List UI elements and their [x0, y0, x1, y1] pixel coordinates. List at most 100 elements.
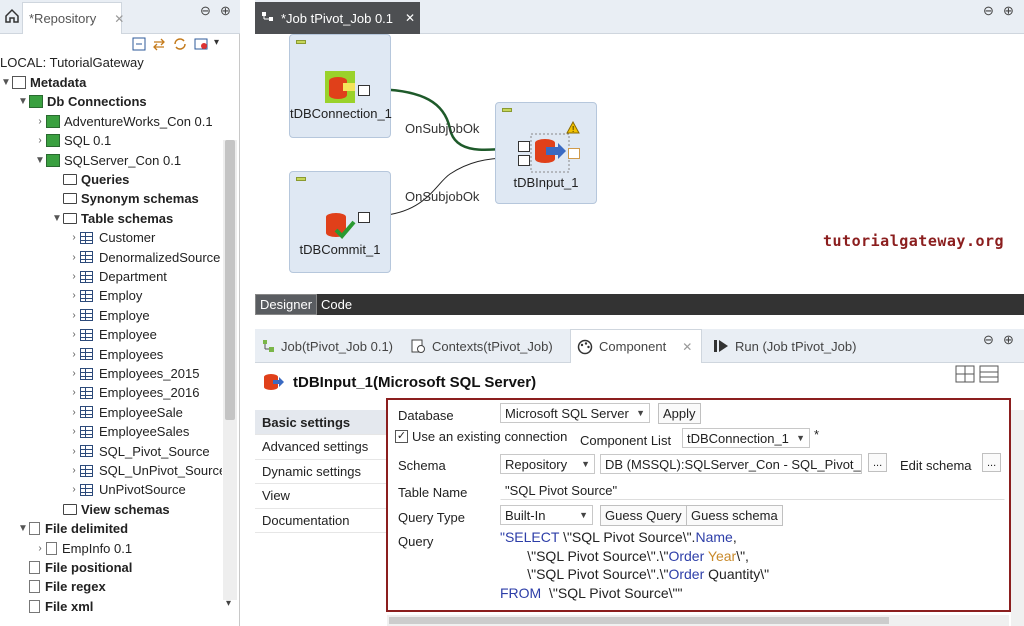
- tree-item[interactable]: ›DenormalizedSource: [68, 248, 220, 267]
- tab-repository[interactable]: *Repository ✕: [22, 2, 125, 34]
- expanded-icon[interactable]: ▼: [1, 77, 11, 88]
- tree-item[interactable]: File xml: [17, 597, 93, 616]
- tree-item[interactable]: ›SQL_UnPivot_Source: [68, 461, 222, 480]
- filter-icon[interactable]: [194, 37, 208, 51]
- collapsed-icon[interactable]: ›: [72, 465, 76, 476]
- tree-item[interactable]: ▼File delimited: [17, 519, 128, 538]
- tree-item[interactable]: ›UnPivotSource: [68, 480, 185, 499]
- collapse-all-icon[interactable]: [132, 37, 146, 51]
- collapsed-icon[interactable]: ›: [72, 290, 76, 302]
- tree-item[interactable]: ›Employees_2015: [68, 364, 199, 383]
- component-list-select[interactable]: tDBConnection_1▼: [682, 428, 810, 448]
- nav-documentation[interactable]: Documentation: [255, 508, 388, 534]
- collapsed-icon[interactable]: ›: [72, 484, 76, 496]
- list-layout-icon[interactable]: [979, 365, 999, 383]
- collapsed-icon[interactable]: ›: [38, 115, 42, 127]
- apply-button[interactable]: Apply: [658, 403, 701, 424]
- close-icon[interactable]: ✕: [682, 339, 693, 354]
- link-onsubjobok-1[interactable]: OnSubjobOk: [405, 121, 480, 136]
- query-editor[interactable]: "SELECT \"SQL Pivot Source\".Name, \"SQL…: [500, 528, 1005, 608]
- view-menu-icon[interactable]: ▾: [214, 37, 220, 48]
- tree-item[interactable]: ▼Table schemas: [51, 209, 173, 228]
- tree-item[interactable]: ›Employee: [68, 325, 156, 344]
- maximize-icon[interactable]: ⊕: [1003, 332, 1014, 347]
- expanded-icon[interactable]: ▼: [18, 523, 28, 535]
- tab-code[interactable]: Code: [321, 297, 353, 312]
- tree-item[interactable]: File regex: [17, 577, 106, 596]
- home-icon[interactable]: [4, 8, 20, 24]
- tab-run[interactable]: Run (Job tPivot_Job): [713, 329, 873, 363]
- schema-type-select[interactable]: Repository▼: [500, 454, 595, 474]
- collapsed-icon[interactable]: ›: [38, 542, 42, 554]
- minimize-icon[interactable]: ⊖: [983, 3, 994, 18]
- tab-contexts[interactable]: Contexts(tPivot_Job): [410, 329, 565, 363]
- expanded-icon[interactable]: ▼: [52, 212, 62, 224]
- tab-job[interactable]: *Job tPivot_Job 0.1 ✕: [255, 2, 420, 34]
- collapsed-icon[interactable]: ›: [72, 329, 76, 341]
- collapsed-icon[interactable]: ›: [72, 368, 76, 379]
- collapsed-icon[interactable]: ›: [72, 232, 76, 244]
- tree-item[interactable]: ›Department: [68, 267, 167, 286]
- nav-view[interactable]: View: [255, 484, 388, 509]
- tree-item[interactable]: ›Employees_2016: [68, 383, 199, 402]
- grid-layout-icon[interactable]: [955, 365, 975, 383]
- schema-value-field[interactable]: DB (MSSQL):SQLServer_Con - SQL_Pivot_Sou: [600, 454, 862, 474]
- guess-query-button[interactable]: Guess Query: [600, 505, 687, 526]
- vertical-scrollbar[interactable]: [1011, 410, 1024, 626]
- tree-item[interactable]: ›EmployeeSale: [68, 403, 183, 422]
- close-icon[interactable]: ✕: [114, 11, 125, 26]
- collapsed-icon[interactable]: ›: [72, 387, 76, 399]
- tree-item[interactable]: ▼Metadata: [0, 73, 86, 92]
- component-tdbconnection[interactable]: tDBConnection_1: [289, 34, 392, 138]
- tree-item[interactable]: View schemas: [51, 500, 170, 519]
- collapsed-icon[interactable]: ›: [38, 135, 42, 147]
- collapsed-icon[interactable]: ›: [72, 251, 76, 263]
- expanded-icon[interactable]: ▼: [35, 154, 45, 166]
- scrollbar-thumb[interactable]: [225, 140, 235, 420]
- tree-item[interactable]: ›AdventureWorks_Con 0.1: [34, 112, 212, 131]
- component-tdbcommit[interactable]: tDBCommit_1: [289, 171, 391, 273]
- tree-item[interactable]: ▼Db Connections: [17, 92, 147, 111]
- designer-canvas[interactable]: tDBConnection_1 OnSubjobOk tDBCommit_1 O…: [255, 34, 1024, 294]
- tree-item[interactable]: ›Employees: [68, 345, 163, 364]
- tree-item[interactable]: ›SQL 0.1: [34, 131, 111, 150]
- refresh-icon[interactable]: [172, 37, 188, 51]
- query-type-select[interactable]: Built-In▼: [500, 505, 593, 525]
- tree-item[interactable]: ›Employe: [68, 306, 149, 325]
- maximize-icon[interactable]: ⊕: [1003, 3, 1014, 18]
- collapsed-icon[interactable]: ›: [72, 406, 76, 418]
- guess-schema-button[interactable]: Guess schema: [686, 505, 783, 526]
- nav-advanced-settings[interactable]: Advanced settings: [255, 435, 388, 460]
- checkbox-checked-icon[interactable]: ✓: [395, 430, 408, 443]
- horizontal-scrollbar[interactable]: [387, 615, 1009, 626]
- table-name-field[interactable]: "SQL Pivot Source": [500, 480, 1005, 500]
- collapsed-icon[interactable]: ›: [72, 309, 76, 321]
- scroll-down-icon[interactable]: ▾: [226, 598, 232, 609]
- edit-schema-button[interactable]: ...: [982, 453, 1002, 472]
- nav-dynamic-settings[interactable]: Dynamic settings: [255, 459, 388, 485]
- tab-component[interactable]: Component ✕: [570, 329, 702, 363]
- repository-scrollbar[interactable]: [223, 140, 237, 600]
- maximize-icon[interactable]: ⊕: [220, 3, 231, 18]
- minimize-icon[interactable]: ⊖: [983, 332, 994, 347]
- scrollbar-thumb[interactable]: [389, 617, 889, 624]
- tree-item[interactable]: Synonym schemas: [51, 189, 199, 208]
- link-editor-icon[interactable]: [152, 37, 166, 51]
- tree-item[interactable]: Queries: [51, 170, 129, 189]
- tab-designer[interactable]: Designer: [255, 294, 318, 315]
- collapsed-icon[interactable]: ›: [72, 445, 76, 457]
- collapsed-icon[interactable]: ›: [72, 348, 76, 360]
- tree-item[interactable]: ›Customer: [68, 228, 155, 247]
- collapsed-icon[interactable]: ›: [72, 426, 76, 438]
- close-icon[interactable]: ✕: [405, 11, 416, 25]
- tree-item[interactable]: File positional: [17, 558, 132, 577]
- minimize-icon[interactable]: ⊖: [200, 3, 211, 18]
- expanded-icon[interactable]: ▼: [18, 96, 28, 108]
- tree-item[interactable]: ›EmpInfo 0.1: [34, 539, 132, 558]
- collapsed-icon[interactable]: ›: [72, 271, 76, 282]
- schema-more-button[interactable]: ...: [868, 453, 888, 472]
- tree-item[interactable]: ›Employ: [68, 286, 142, 305]
- database-select[interactable]: Microsoft SQL Server▼: [500, 403, 650, 423]
- link-onsubjobok-2[interactable]: OnSubjobOk: [405, 189, 480, 204]
- tree-item[interactable]: ▼SQLServer_Con 0.1: [34, 151, 181, 170]
